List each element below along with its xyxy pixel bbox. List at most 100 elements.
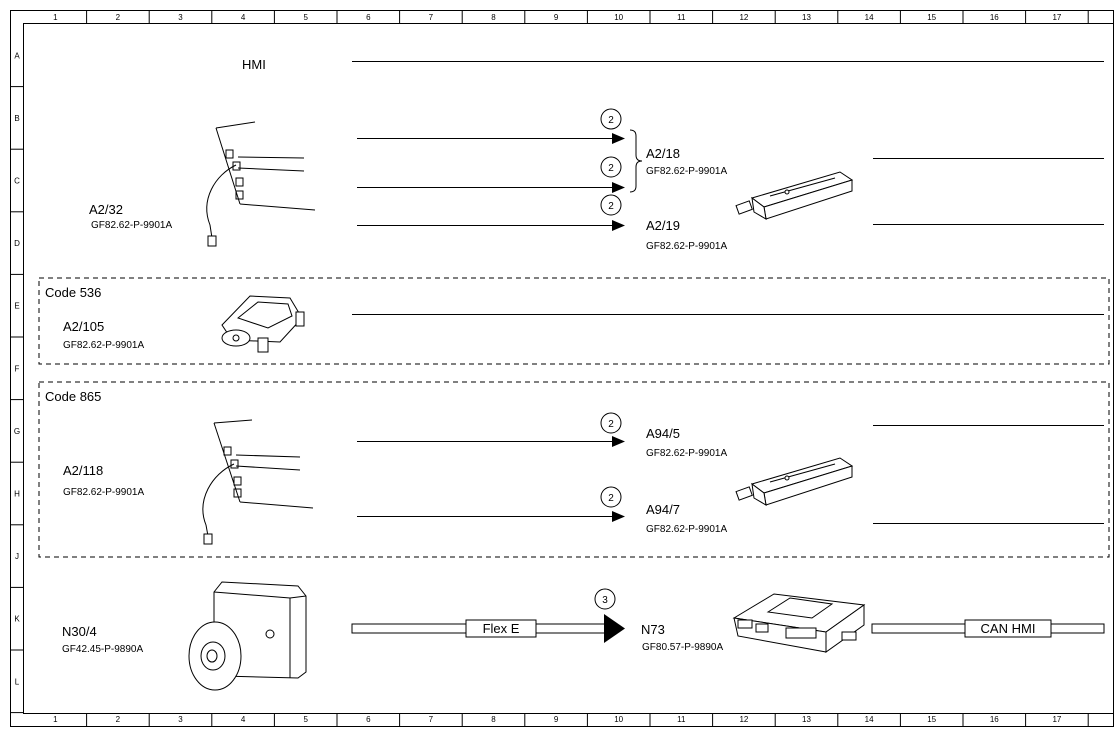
code-536-group-box — [38, 277, 1110, 365]
row-label: G — [14, 427, 20, 436]
ezs-control-unit-n73-drawing — [732, 593, 866, 653]
rear-window-antenna-a2-32-drawing — [206, 121, 316, 247]
row-label: B — [14, 114, 19, 123]
row-label: J — [15, 552, 19, 561]
signal-marker-1: 2 — [600, 108, 622, 130]
column-label: 8 — [491, 715, 496, 724]
column-label: 3 — [178, 13, 183, 22]
column-label: 13 — [802, 13, 811, 22]
svg-text:3: 3 — [602, 595, 608, 606]
column-label: 5 — [303, 13, 308, 22]
a2-32-signal-lines — [357, 138, 612, 226]
n30-4-id: N30/4 — [62, 624, 97, 639]
a2-105-ref: GF82.62-P-9901A — [63, 340, 144, 351]
n73-id: N73 — [641, 622, 665, 637]
a94-7-ref: GF82.62-P-9901A — [646, 524, 727, 535]
antenna-amplifier-module-top-drawing — [735, 171, 854, 220]
column-label: 8 — [491, 13, 496, 22]
rear-window-antenna-a2-118-drawing — [202, 419, 314, 545]
column-label: 17 — [1052, 715, 1061, 724]
svg-text:2: 2 — [608, 419, 614, 430]
brace-bracket — [629, 129, 643, 193]
esp-control-unit-n30-4-drawing — [188, 581, 307, 691]
column-label: 14 — [865, 715, 874, 724]
signal-marker-2: 2 — [600, 156, 622, 178]
column-label: 7 — [429, 13, 434, 22]
column-label: 11 — [677, 13, 686, 22]
flex-e-label: Flex E — [483, 621, 520, 636]
row-label: D — [14, 239, 20, 248]
column-label: 6 — [366, 13, 371, 22]
column-label: 6 — [366, 715, 371, 724]
a2-118-ref: GF82.62-P-9901A — [63, 487, 144, 498]
a2-105-id: A2/105 — [63, 319, 104, 334]
sheet-frame — [10, 10, 1114, 727]
svg-text:2: 2 — [608, 493, 614, 504]
column-label: 15 — [927, 13, 936, 22]
a2-19-id: A2/19 — [646, 218, 680, 233]
a2-118-signal-lines — [357, 441, 612, 517]
a94-5-ref: GF82.62-P-9901A — [646, 448, 727, 459]
column-label: 13 — [802, 715, 811, 724]
n30-4-ref: GF42.45-P-9890A — [62, 644, 143, 655]
column-label: 2 — [116, 13, 121, 22]
column-label: 9 — [554, 13, 559, 22]
column-label: 15 — [927, 715, 936, 724]
column-label: 12 — [739, 715, 748, 724]
signal-marker-6: 3 — [594, 588, 616, 610]
column-label: 17 — [1052, 13, 1061, 22]
column-label: 10 — [614, 715, 623, 724]
column-label: 4 — [241, 13, 246, 22]
a2-105-antenna-drawing — [221, 295, 305, 353]
svg-text:2: 2 — [608, 201, 614, 212]
flex-e-bus: Flex E — [351, 614, 625, 643]
column-label: 1 — [53, 13, 58, 22]
column-label: 10 — [614, 13, 623, 22]
row-label: A — [14, 51, 20, 60]
column-label: 12 — [739, 13, 748, 22]
can-hmi-bus: CAN HMI — [871, 619, 1105, 638]
column-label: 16 — [990, 13, 999, 22]
signal-marker-5: 2 — [600, 486, 622, 508]
column-label: 5 — [303, 715, 308, 724]
a2-118-arrowheads — [612, 436, 625, 522]
column-label: 14 — [865, 13, 874, 22]
a2-32-arrowheads — [612, 133, 625, 231]
drawing-area-border — [23, 23, 1114, 714]
column-label: 2 — [116, 715, 121, 724]
row-label: L — [15, 677, 20, 686]
svg-text:2: 2 — [608, 163, 614, 174]
row-label: E — [14, 302, 19, 311]
column-label: 3 — [178, 715, 183, 724]
code-536-label: Code 536 — [45, 285, 101, 300]
column-label: 7 — [429, 715, 434, 724]
a2-18-ref: GF82.62-P-9901A — [646, 166, 727, 177]
code-865-group-box — [38, 381, 1110, 558]
a94-5-id: A94/5 — [646, 426, 680, 441]
hmi-label: HMI — [242, 57, 266, 72]
a2-118-id: A2/118 — [63, 463, 103, 478]
a2-19-ref: GF82.62-P-9901A — [646, 241, 727, 252]
code-865-label: Code 865 — [45, 389, 101, 404]
row-label: K — [14, 615, 20, 624]
n73-ref: GF80.57-P-9890A — [642, 642, 723, 653]
a2-18-id: A2/18 — [646, 146, 680, 161]
svg-text:2: 2 — [608, 115, 614, 126]
row-label: C — [14, 177, 20, 186]
column-label: 9 — [554, 715, 559, 724]
column-label: 4 — [241, 715, 246, 724]
can-hmi-label: CAN HMI — [981, 621, 1036, 636]
antenna-amplifier-module-bottom-drawing — [735, 457, 854, 506]
column-label: 1 — [53, 715, 58, 724]
a94-7-id: A94/7 — [646, 502, 680, 517]
a2-32-id: A2/32 — [89, 202, 123, 217]
a2-32-ref: GF82.62-P-9901A — [91, 220, 172, 231]
row-label: H — [14, 490, 20, 499]
signal-marker-3: 2 — [600, 194, 622, 216]
column-label: 11 — [677, 715, 686, 724]
column-label: 16 — [990, 715, 999, 724]
